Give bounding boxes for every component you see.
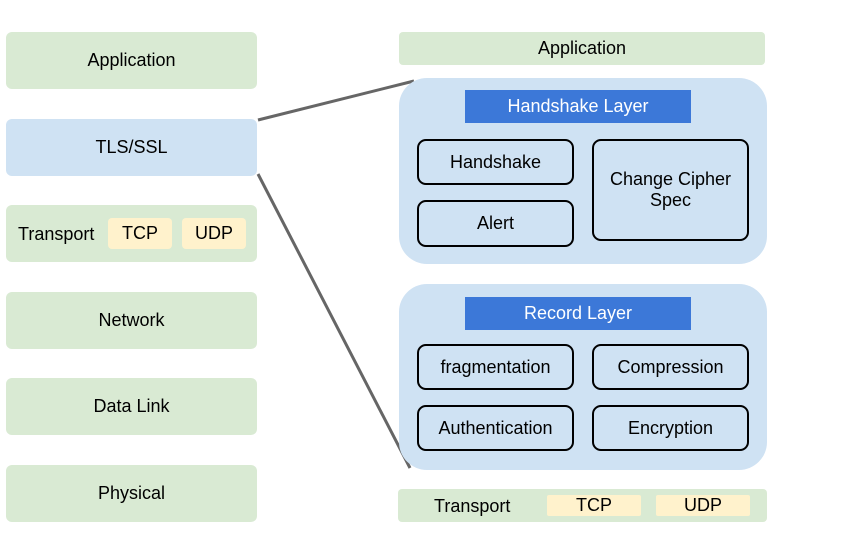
alert-protocol-box: Alert <box>417 200 574 247</box>
handshake-protocol-box: Handshake <box>417 139 574 185</box>
left-network-label: Network <box>98 310 165 330</box>
change-cipher-spec-box: Change Cipher Spec <box>592 139 749 241</box>
left-data-link-layer: Data Link <box>6 378 257 435</box>
left-udp-label: UDP <box>194 223 233 243</box>
record-layer-title: Record Layer <box>465 297 691 330</box>
compression-box: Compression <box>592 344 749 390</box>
right-transport-label: Transport <box>434 496 511 516</box>
right-application-label: Application <box>537 38 627 58</box>
authentication-box: Authentication <box>417 405 574 451</box>
left-tls-ssl-layer: TLS/SSL <box>6 119 257 176</box>
left-tcp-badge: TCP <box>108 218 172 249</box>
handshake-layer-title: Handshake Layer <box>465 90 691 123</box>
left-data-link-label: Data Link <box>93 396 170 416</box>
connector-top <box>257 79 415 122</box>
left-udp-badge: UDP <box>182 218 246 249</box>
right-udp-label: UDP <box>683 495 722 515</box>
left-tls-ssl-label: TLS/SSL <box>95 137 168 157</box>
left-network-layer: Network <box>6 292 257 349</box>
right-tcp-label: TCP <box>576 495 612 515</box>
right-application-layer: Application <box>399 32 765 65</box>
left-application-label: Application <box>87 50 176 70</box>
right-tcp-badge: TCP <box>547 495 641 516</box>
right-udp-badge: UDP <box>656 495 750 516</box>
fragmentation-box: fragmentation <box>417 344 574 390</box>
left-physical-layer: Physical <box>6 465 257 522</box>
right-transport-layer: Transport TCP UDP <box>398 489 767 522</box>
connector-bottom <box>256 173 412 469</box>
left-application-layer: Application <box>6 32 257 89</box>
record-layer-panel: Record Layer fragmentation Compression A… <box>399 284 767 470</box>
left-physical-label: Physical <box>97 483 166 503</box>
left-tcp-label: TCP <box>122 223 158 243</box>
encryption-box: Encryption <box>592 405 749 451</box>
left-transport-layer: Transport TCP UDP <box>6 205 257 262</box>
left-transport-label: Transport <box>18 224 95 244</box>
handshake-layer-panel: Handshake Layer Handshake Alert Change C… <box>399 78 767 264</box>
